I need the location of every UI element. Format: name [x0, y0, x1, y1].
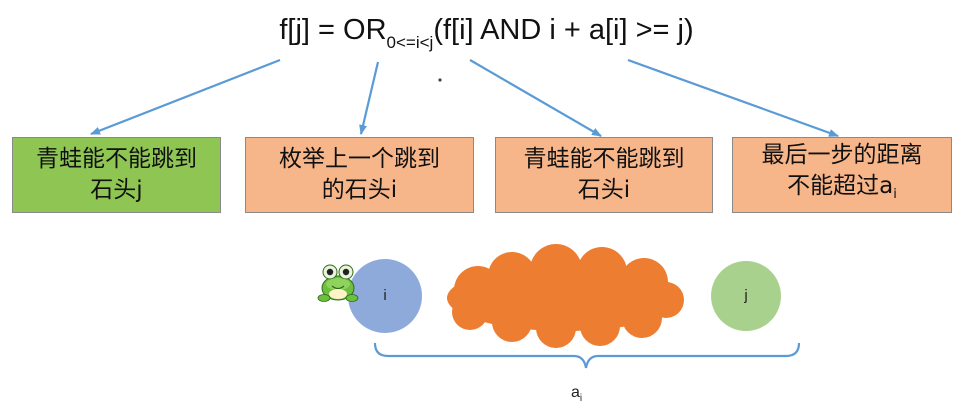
box-3-line-1: 青蛙能不能跳到	[523, 146, 685, 172]
box-1-line-2: 石头j	[90, 177, 143, 203]
formula-lhs: f[j] = OR	[279, 14, 387, 46]
brace-label-text: a	[571, 384, 580, 401]
stone-i	[348, 259, 422, 333]
box-4-line-2-text: 不能超过a	[787, 173, 894, 199]
arrow-to-box-4	[627, 58, 839, 138]
box-2-line-1: 枚举上一个跳到	[279, 146, 440, 172]
box-1-line-1: 青蛙能不能跳到	[36, 146, 197, 172]
stone-j-label: j	[744, 287, 748, 304]
formula-subscript: 0<=i<j	[386, 33, 434, 52]
arrow-to-box-1	[90, 58, 281, 136]
box-frog-reach-i: 青蛙能不能跳到 石头i	[495, 137, 713, 213]
box-enumerate-i: 枚举上一个跳到 的石头i	[245, 137, 474, 213]
brace	[373, 342, 801, 369]
brace-label-sub: i	[579, 393, 583, 405]
small-dot	[438, 78, 442, 82]
box-4-line-1: 最后一步的距离	[761, 142, 923, 168]
box-frog-reach-j: 青蛙能不能跳到 石头j	[12, 137, 221, 213]
stone-j	[711, 261, 781, 331]
box-3-line-2: 石头i	[577, 177, 631, 203]
formula: f[j] = OR0<=i<j(f[i] AND i + a[i] >= j)	[0, 14, 973, 53]
frog-icon	[317, 264, 359, 302]
box-4-line-2: 不能超过ai	[762, 171, 923, 210]
box-2-line-2: 的石头i	[321, 177, 398, 203]
stone-i-label: i	[383, 287, 387, 304]
stones-cloud	[447, 244, 684, 348]
arrow-to-box-2	[359, 61, 380, 135]
arrow-to-box-3	[469, 59, 602, 137]
brace-label: ai	[571, 384, 582, 404]
box-last-step: 最后一步的距离 不能超过ai	[732, 137, 952, 213]
formula-rhs: (f[i] AND i + a[i] >= j)	[433, 14, 694, 46]
box-4-subscript: i	[893, 187, 897, 202]
